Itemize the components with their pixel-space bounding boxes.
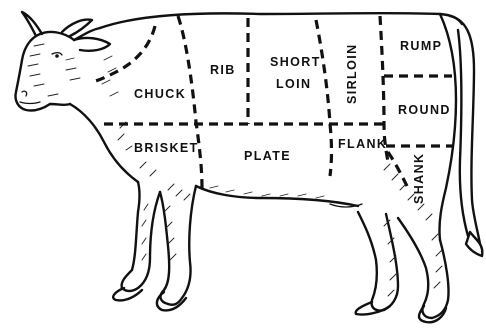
label-rib: RIB bbox=[210, 63, 236, 77]
cut-line-chuck-rib bbox=[178, 16, 202, 188]
cut-line-neck bbox=[92, 26, 155, 82]
label-sirloin: SIRLOIN bbox=[345, 44, 359, 105]
label-round: ROUND bbox=[398, 103, 451, 117]
label-rump: RUMP bbox=[400, 39, 442, 53]
label-plate: PLATE bbox=[244, 149, 291, 163]
label-short-loin-2: LOIN bbox=[276, 77, 311, 91]
cut-line-flank-shank bbox=[388, 152, 408, 188]
label-short-loin-1: SHORT bbox=[270, 55, 321, 69]
label-shank: SHANK bbox=[412, 153, 426, 204]
label-chuck: CHUCK bbox=[134, 87, 186, 101]
cow-head bbox=[15, 12, 110, 111]
label-flank: FLANK bbox=[338, 137, 387, 151]
cut-line-shortloin-sirloin bbox=[316, 20, 332, 176]
label-brisket: BRISKET bbox=[134, 141, 199, 155]
